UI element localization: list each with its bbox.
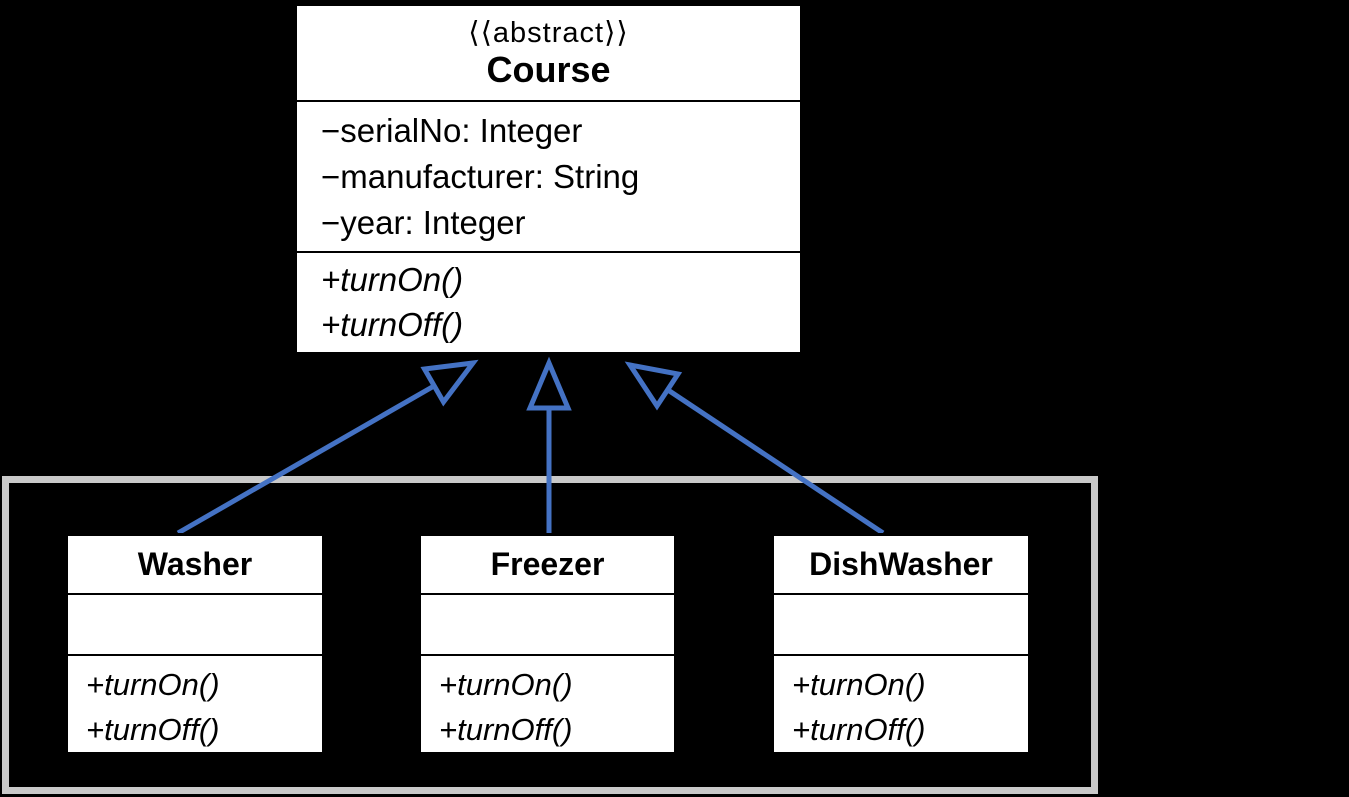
class-title-compartment: Freezer bbox=[421, 536, 674, 593]
class-name: Washer bbox=[137, 546, 253, 582]
class-title-compartment: ⟨⟨abstract⟩⟩ Course bbox=[297, 6, 800, 100]
operation-item: +turnOff() bbox=[439, 712, 573, 747]
attribute-item: −serialNo: Integer bbox=[321, 112, 583, 149]
attributes-compartment-empty bbox=[421, 593, 674, 654]
class-name: Freezer bbox=[490, 546, 605, 582]
operations-compartment: +turnOn() +turnOff() bbox=[421, 654, 674, 752]
attributes-compartment-empty bbox=[68, 593, 322, 654]
class-box-washer: Washer +turnOn() +turnOff() bbox=[65, 533, 325, 755]
operations-compartment: +turnOn() +turnOff() bbox=[297, 251, 800, 352]
hollow-triangle-arrowhead bbox=[624, 361, 683, 411]
arrow-line bbox=[666, 387, 885, 536]
hollow-triangle-arrowhead bbox=[526, 356, 572, 411]
attributes-compartment-empty bbox=[774, 593, 1028, 654]
operations-compartment: +turnOn() +turnOff() bbox=[68, 654, 322, 752]
attribute-item: −year: Integer bbox=[321, 204, 526, 241]
attributes-compartment: −serialNo: Integer −manufacturer: String… bbox=[297, 100, 800, 251]
operation-item: +turnOn() bbox=[792, 667, 926, 702]
operations-compartment: +turnOn() +turnOff() bbox=[774, 654, 1028, 752]
stereotype-label: ⟨⟨abstract⟩⟩ bbox=[468, 17, 629, 49]
operation-item: +turnOff() bbox=[321, 306, 464, 343]
operation-item: +turnOn() bbox=[321, 261, 464, 298]
class-box-freezer: Freezer +turnOn() +turnOff() bbox=[418, 533, 677, 755]
operation-item: +turnOn() bbox=[86, 667, 220, 702]
class-title-compartment: DishWasher bbox=[774, 536, 1028, 593]
class-name: Course bbox=[486, 49, 611, 90]
hollow-triangle-arrowhead bbox=[420, 359, 479, 407]
class-title-compartment: Washer bbox=[68, 536, 322, 593]
class-box-dishwasher: DishWasher +turnOn() +turnOff() bbox=[771, 533, 1031, 755]
class-name: DishWasher bbox=[809, 546, 993, 582]
class-box-course: ⟨⟨abstract⟩⟩ Course −serialNo: Integer −… bbox=[294, 3, 803, 355]
generalization-arrow-freezer-course bbox=[526, 356, 572, 533]
attribute-item: −manufacturer: String bbox=[321, 158, 640, 195]
generalization-arrow-dishwasher-course bbox=[624, 361, 885, 536]
operation-item: +turnOn() bbox=[439, 667, 573, 702]
generalization-arrow-washer-course bbox=[176, 359, 479, 536]
operation-item: +turnOff() bbox=[86, 712, 220, 747]
operation-item: +turnOff() bbox=[792, 712, 926, 747]
arrow-line bbox=[176, 383, 436, 536]
